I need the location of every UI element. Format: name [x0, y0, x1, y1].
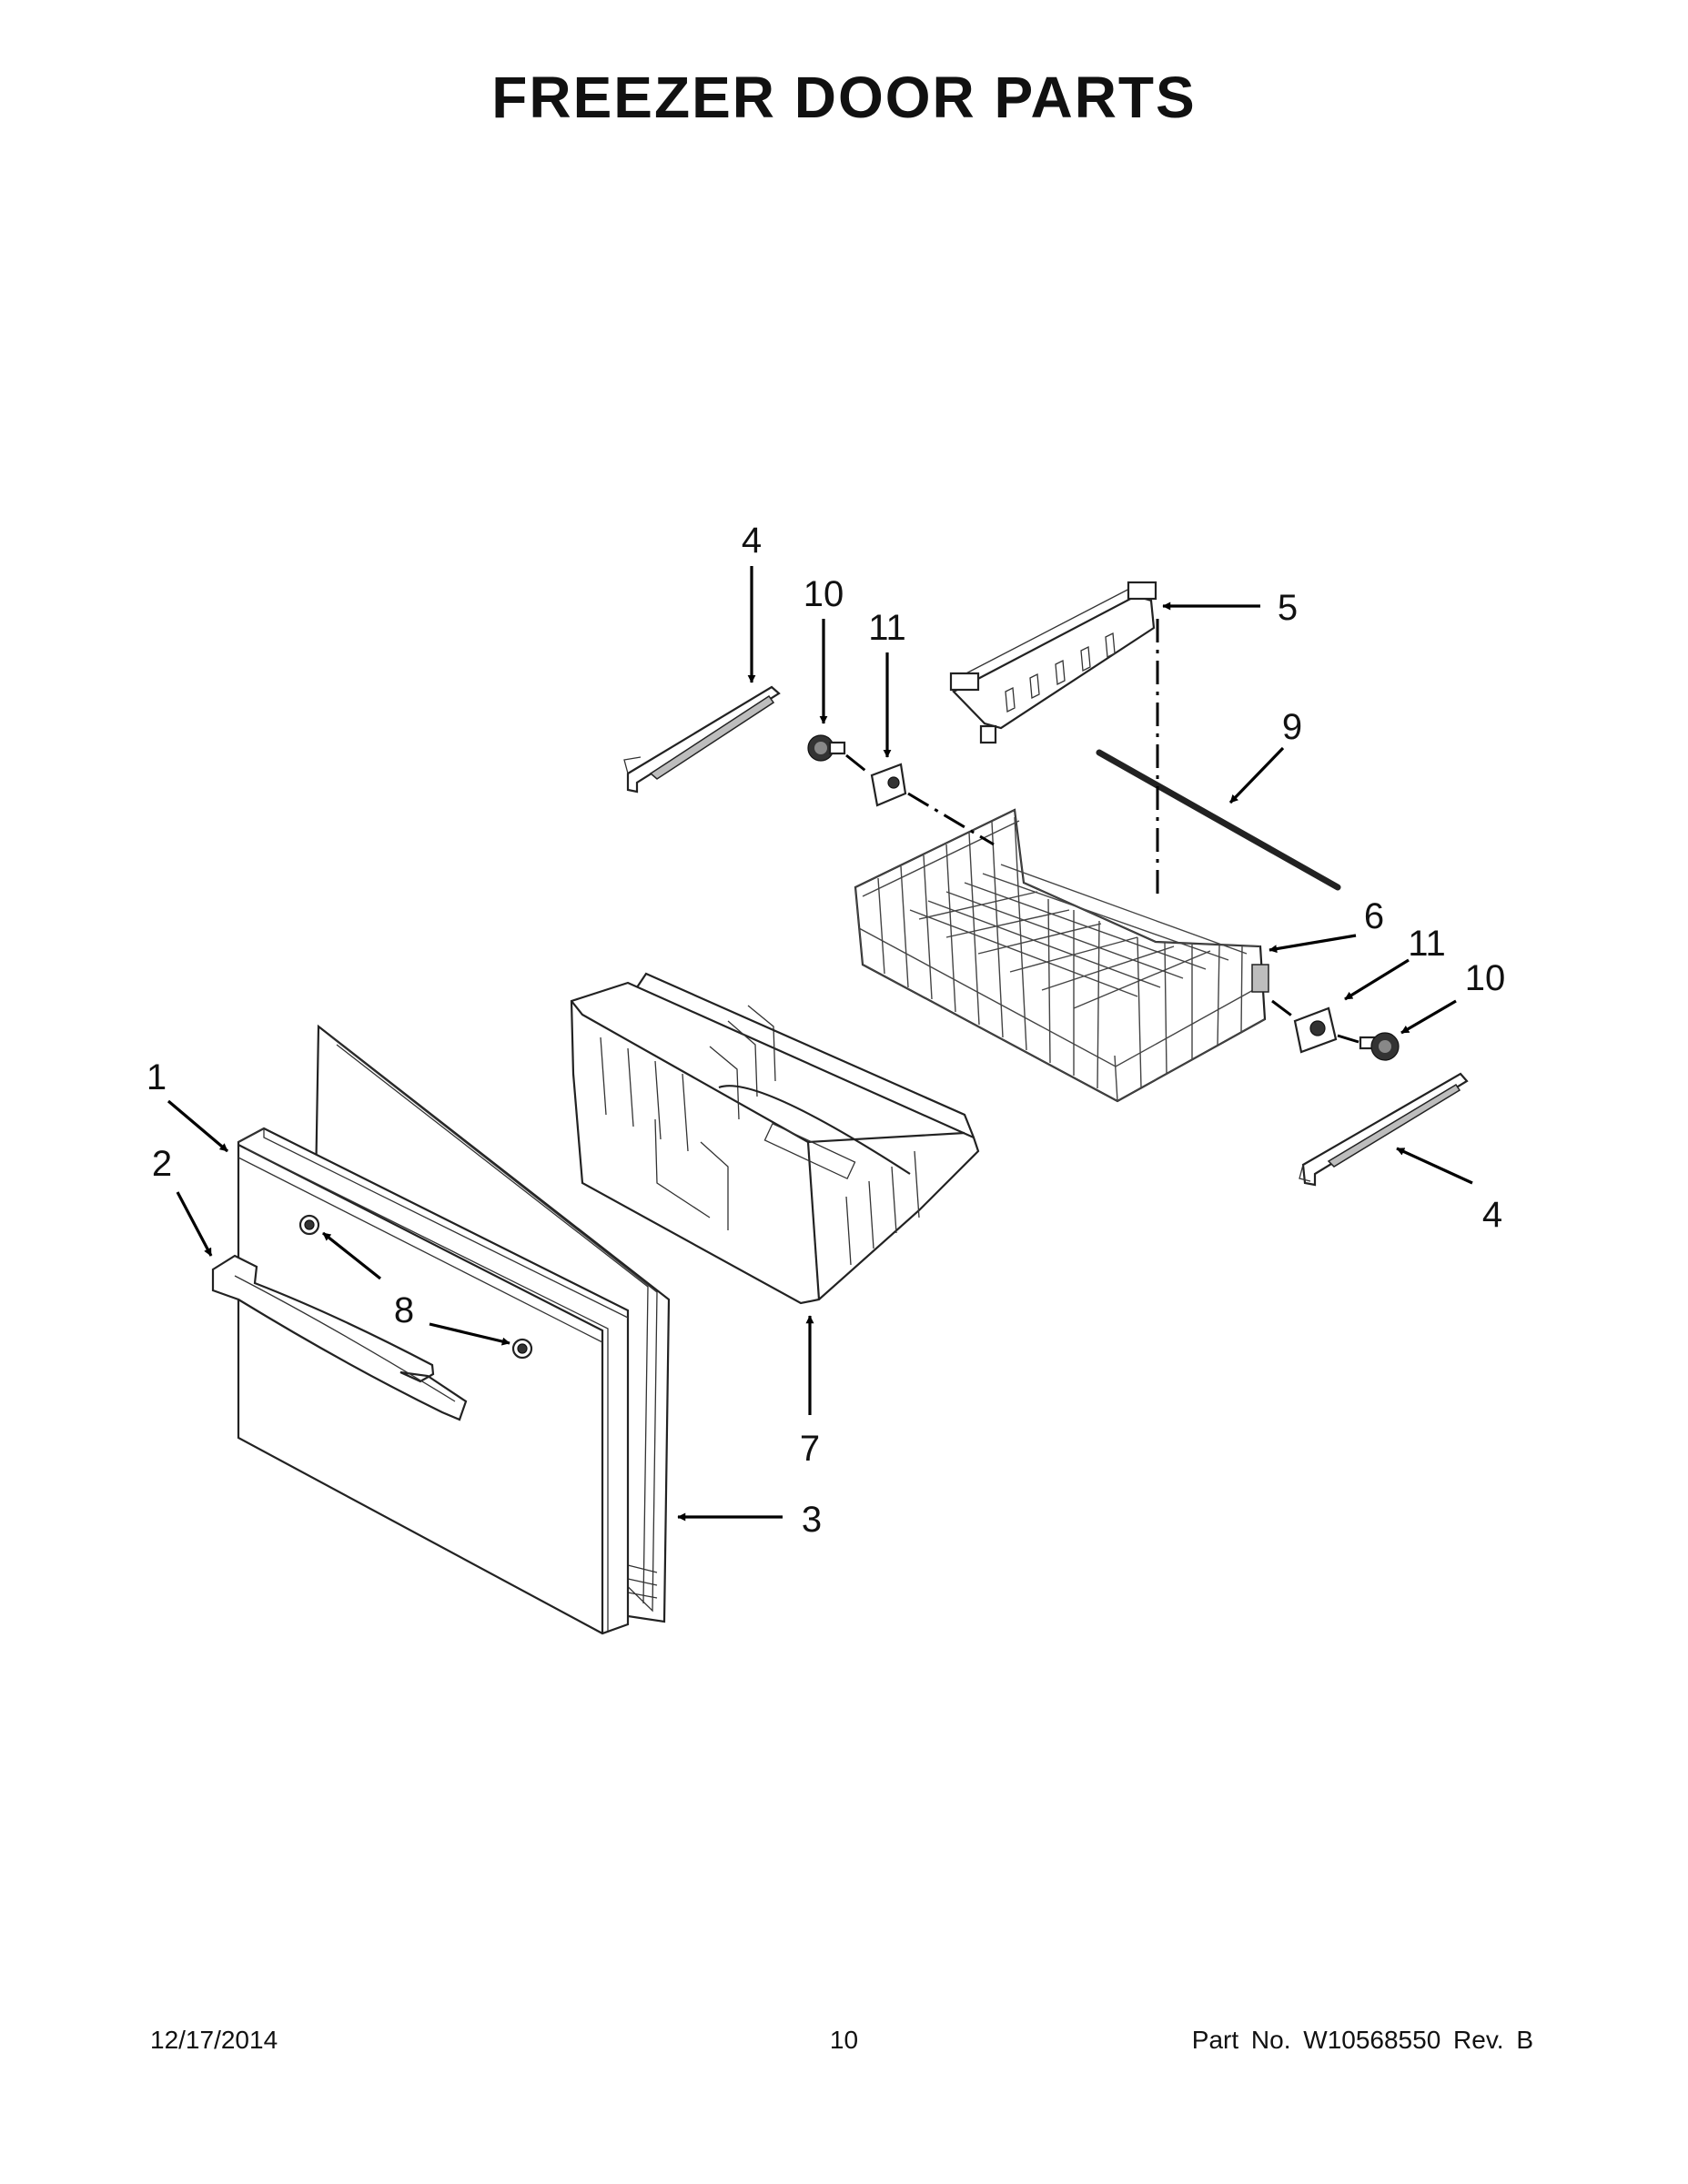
callout-11-upper: 11 — [868, 608, 906, 648]
footer-page-number: 10 — [829, 2026, 859, 2054]
callout-10-lower: 10 — [1465, 958, 1506, 998]
leader-arrows — [167, 566, 1473, 1522]
callout-11-lower: 11 — [1408, 924, 1446, 964]
callout-4-lower: 4 — [1482, 1195, 1502, 1235]
callout-7: 7 — [800, 1429, 820, 1469]
callout-labels: 4 10 11 5 9 6 11 10 1 2 8 4 7 3 — [147, 521, 1505, 1540]
callout-9: 9 — [1282, 707, 1302, 747]
door-handle-part — [211, 1254, 468, 1421]
callout-6: 6 — [1364, 896, 1384, 936]
bracket-lower-part — [1293, 1006, 1338, 1054]
callout-10-upper: 10 — [804, 574, 844, 614]
slide-rail-upper-part — [623, 685, 781, 794]
callout-1: 1 — [147, 1057, 167, 1097]
slide-rail-lower-part — [1299, 1072, 1469, 1187]
door-bolt-parts — [298, 1214, 533, 1360]
bracket-upper-part — [870, 763, 907, 807]
assembly-center-lines — [845, 619, 1359, 1044]
callout-2: 2 — [152, 1144, 172, 1184]
freezer-bin-part — [570, 972, 980, 1305]
gear-lower-part — [1359, 1032, 1400, 1061]
basket-divider-part — [949, 581, 1157, 744]
callout-8: 8 — [394, 1290, 414, 1330]
callout-5: 5 — [1278, 588, 1298, 628]
footer-date: 12/17/2014 — [150, 2026, 278, 2054]
basket-rod-part — [1096, 749, 1341, 891]
gear-upper-part — [807, 734, 846, 762]
wire-basket-part — [854, 808, 1269, 1103]
callout-4-upper: 4 — [742, 521, 762, 561]
page-title: FREEZER DOOR PARTS — [491, 65, 1197, 130]
callout-3: 3 — [802, 1500, 822, 1540]
footer-part-number: Part No. W10568550 Rev. B — [1191, 2026, 1533, 2054]
